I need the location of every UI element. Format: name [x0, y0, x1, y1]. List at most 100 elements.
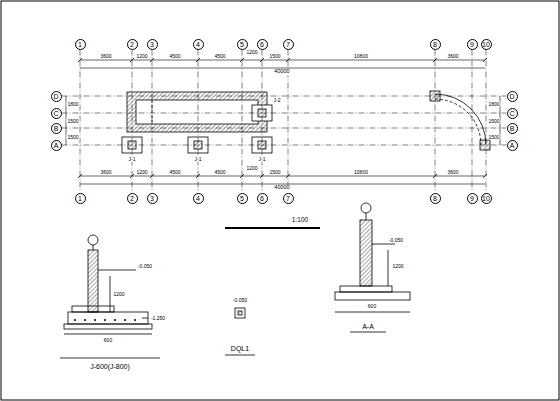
drawing-label: A-A	[361, 323, 375, 330]
axis-bubble: 8	[430, 193, 441, 204]
axis-bubble: 9	[467, 39, 478, 50]
axis-number: 10	[482, 195, 490, 202]
drawing-label: 4500	[213, 170, 226, 175]
axis-bubble: 1	[75, 39, 86, 50]
drawing-label: 3600	[99, 54, 112, 59]
drawing-label: 3600	[446, 170, 459, 175]
axis-bubble: B	[507, 123, 518, 134]
axis-bubble: 2	[127, 193, 138, 204]
drawing-label: DQL1	[230, 345, 250, 352]
drawing-label: 1500	[66, 119, 79, 124]
drawing-label: -0.050	[388, 238, 404, 243]
axis-bubble: 5	[237, 39, 248, 50]
axis-bubble: 6	[257, 39, 268, 50]
axis-number: A	[54, 142, 59, 149]
axis-number: 8	[433, 195, 437, 202]
axis-line	[152, 50, 153, 193]
axis-bubble: C	[51, 108, 62, 119]
drawing-label: 1500	[487, 135, 500, 140]
drawing-label: 1200	[135, 170, 148, 175]
drawing-label: 1500	[268, 170, 281, 175]
drawing-label: 10800	[353, 54, 369, 59]
axis-number: 2	[130, 41, 134, 48]
drawing-label: 3600	[446, 54, 459, 59]
axis-line	[62, 113, 507, 114]
drawing-label: -0.050	[137, 264, 153, 269]
drawing-label: J-2	[273, 98, 282, 103]
axis-number: 7	[286, 195, 290, 202]
axis-line	[132, 50, 133, 193]
axis-number: D	[53, 93, 58, 100]
drawing-label: 1200	[135, 54, 148, 59]
axis-number: 1	[78, 195, 82, 202]
drawing-label: -1.250	[150, 316, 166, 321]
drawing-label: 600	[367, 304, 377, 309]
drawing-label: 10800	[353, 170, 369, 175]
axis-line	[198, 50, 199, 193]
axis-number: 5	[240, 195, 244, 202]
axis-bubble: 3	[147, 193, 158, 204]
drawing-label: 40000	[273, 185, 290, 191]
axis-number: 3	[150, 41, 154, 48]
drawing-label: 1500	[268, 54, 281, 59]
axis-number: D	[509, 93, 514, 100]
drawing-label: 1800	[66, 102, 79, 107]
axis-number: A	[510, 142, 515, 149]
axis-number: 2	[130, 195, 134, 202]
axis-line	[62, 96, 507, 97]
axis-number: C	[53, 110, 58, 117]
axis-number: B	[510, 125, 515, 132]
axis-bubble: 8	[430, 39, 441, 50]
axis-number: 8	[433, 41, 437, 48]
axis-bubble: 4	[193, 39, 204, 50]
axis-line	[80, 50, 81, 193]
axis-number: 9	[470, 195, 474, 202]
drawing-label: 1800	[487, 102, 500, 107]
drawing-label: 1200	[245, 50, 258, 55]
axis-number: 6	[260, 41, 264, 48]
axis-bubble: 5	[237, 193, 248, 204]
drawing-label: 1500	[66, 135, 79, 140]
axis-bubble: A	[51, 140, 62, 151]
axis-bubble: 9	[467, 193, 478, 204]
axis-number: 9	[470, 41, 474, 48]
axis-bubble: 7	[283, 39, 294, 50]
drawing-label: 1500	[487, 119, 500, 124]
drawing-label: 4500	[168, 170, 181, 175]
drawing-label: J-600(J-800)	[89, 363, 131, 370]
axis-line	[62, 128, 507, 129]
drawing-label: 40000	[273, 69, 290, 75]
axis-line	[242, 50, 243, 193]
axis-bubble: B	[51, 123, 62, 134]
axis-bubble: 6	[257, 193, 268, 204]
drawing-label: J-1	[194, 157, 203, 162]
axis-number: 4	[196, 195, 200, 202]
axis-bubble: D	[51, 91, 62, 102]
drawing-label: 1200	[112, 292, 125, 297]
axis-number: 3	[150, 195, 154, 202]
axis-number: 4	[196, 41, 200, 48]
axis-number: B	[54, 125, 59, 132]
axis-bubble: 1	[75, 193, 86, 204]
axis-bubble: 3	[147, 39, 158, 50]
drawing-label: 600	[103, 338, 113, 343]
drawing-label: -0.050	[232, 298, 248, 303]
axis-number: 1	[78, 41, 82, 48]
axis-bubble: 2	[127, 39, 138, 50]
axis-line	[486, 50, 487, 193]
axis-bubble: 7	[283, 193, 294, 204]
axis-bubble: D	[507, 91, 518, 102]
axis-number: 7	[286, 41, 290, 48]
drawing-label: 1200	[391, 264, 404, 269]
axis-bubble: A	[507, 140, 518, 151]
axis-number: C	[509, 110, 514, 117]
axis-bubble: 10	[481, 193, 492, 204]
drawing-label: 4500	[168, 54, 181, 59]
drawing-label: 3600	[99, 170, 112, 175]
drawing-label: J-1	[258, 157, 267, 162]
axis-bubble: C	[507, 108, 518, 119]
drawing-label: 1200	[245, 166, 258, 171]
drawing-label: J-1	[128, 157, 137, 162]
axis-number: 5	[240, 41, 244, 48]
drawing-label: 1:100	[291, 217, 309, 224]
